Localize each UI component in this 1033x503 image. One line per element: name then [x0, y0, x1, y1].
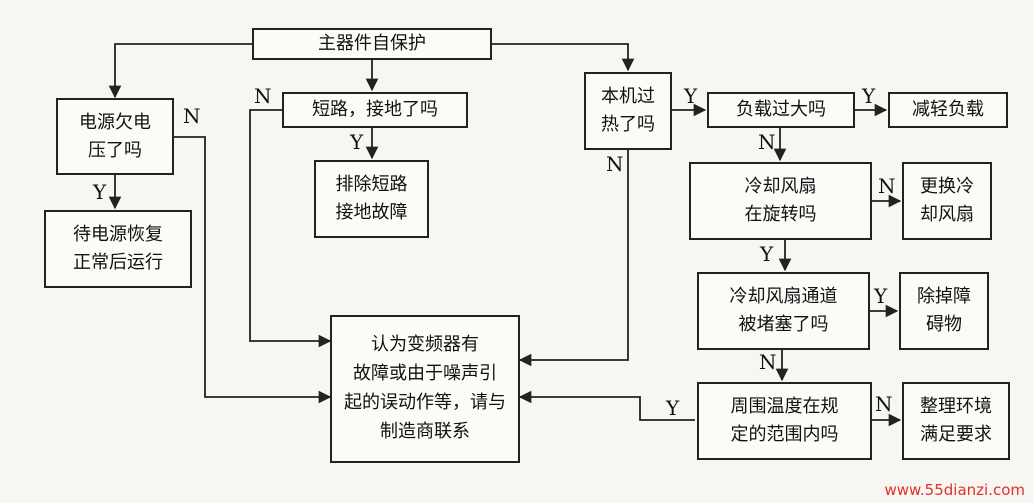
node-wait-power: 待电源恢复 正常后运行: [44, 210, 192, 288]
label-y-overheat: Y: [684, 84, 698, 108]
node-fan-rotating: 冷却风扇 在旋转吗: [689, 162, 872, 240]
label-y-short: Y: [350, 130, 364, 154]
label-y-undervoltage: Y: [93, 180, 107, 204]
node-replace-fan: 更换冷 却风扇: [902, 162, 992, 240]
node-undervoltage: 电源欠电 压了吗: [56, 98, 174, 175]
label-y-overload: Y: [862, 84, 876, 108]
node-reduce-load: 减轻负载: [888, 92, 1008, 128]
node-remove-obstacle: 除掉障 碍物: [899, 272, 989, 350]
node-contact-maker: 认为变频器有 故障或由于噪声引 起的误动作等，请与 制造商联系: [330, 315, 520, 463]
node-fan-blocked: 冷却风扇通道 被堵塞了吗: [697, 272, 870, 350]
node-short-circuit: 短路，接地了吗: [282, 92, 468, 128]
edge-overheat-contact: [518, 150, 629, 367]
label-y-fan: Y: [760, 242, 774, 266]
label-n-blocked: N: [759, 350, 777, 374]
edge-short-contact: [249, 109, 332, 348]
node-ambient-temp: 周围温度在规 定的范围内吗: [697, 382, 872, 460]
node-root: 主器件自保护: [252, 28, 492, 60]
node-clear-short: 排除短路 接地故障: [314, 160, 429, 238]
label-n-overheat: N: [606, 152, 624, 176]
edge-root-overheat: [492, 43, 635, 72]
edge-temp-contact: [518, 390, 695, 421]
node-fix-env: 整理环境 满足要求: [902, 382, 1010, 460]
label-y-blocked: Y: [874, 284, 888, 308]
label-y-temp: Y: [666, 396, 680, 420]
node-overheat: 本机过 热了吗: [584, 72, 672, 150]
edge-root-undervoltage: [108, 43, 252, 99]
label-n-overload: N: [758, 130, 776, 154]
label-n-short: N: [254, 84, 272, 108]
label-n-undervoltage: N: [183, 104, 201, 128]
watermark-text: www.55dianzi.com: [884, 481, 1025, 499]
label-n-fan: N: [878, 174, 896, 198]
edge-undervoltage-contact: [174, 136, 332, 404]
label-n-temp: N: [875, 392, 893, 416]
node-overload: 负载过大吗: [707, 92, 855, 128]
